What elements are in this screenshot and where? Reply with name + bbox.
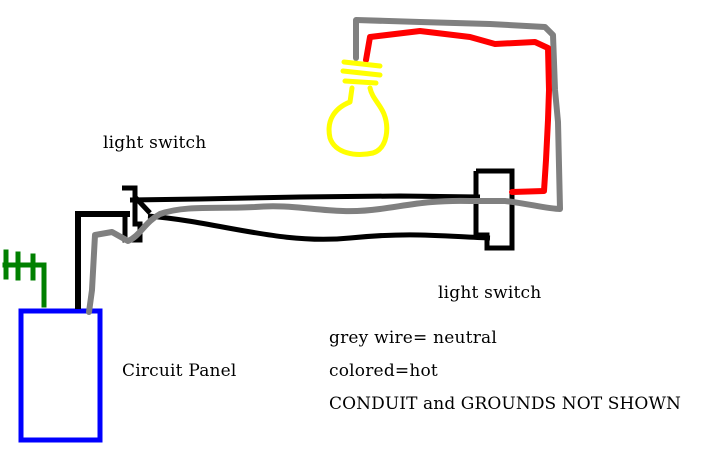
- traveler-wire-upper: [129, 193, 481, 203]
- legend-neutral-text: grey wire= neutral: [329, 328, 497, 348]
- legend-note-text: CONDUIT and GROUNDS NOT SHOWN: [329, 394, 682, 414]
- legend-hot-text: colored=hot: [329, 361, 438, 381]
- circuit-panel-label: Circuit Panel: [122, 361, 237, 381]
- hot-wire-panel: [75, 211, 130, 309]
- light-switch-right: [473, 168, 515, 251]
- light-bulb-icon: [326, 59, 390, 157]
- neutral-wire: [86, 17, 563, 315]
- light-switch-label-right: light switch: [438, 283, 542, 303]
- switch-leg-wire: [363, 28, 552, 195]
- circuit-panel-box: [18, 308, 103, 443]
- light-switch-label-top: light switch: [103, 133, 207, 153]
- ground-symbol: [2, 249, 47, 308]
- traveler-wire-lower: [147, 213, 491, 242]
